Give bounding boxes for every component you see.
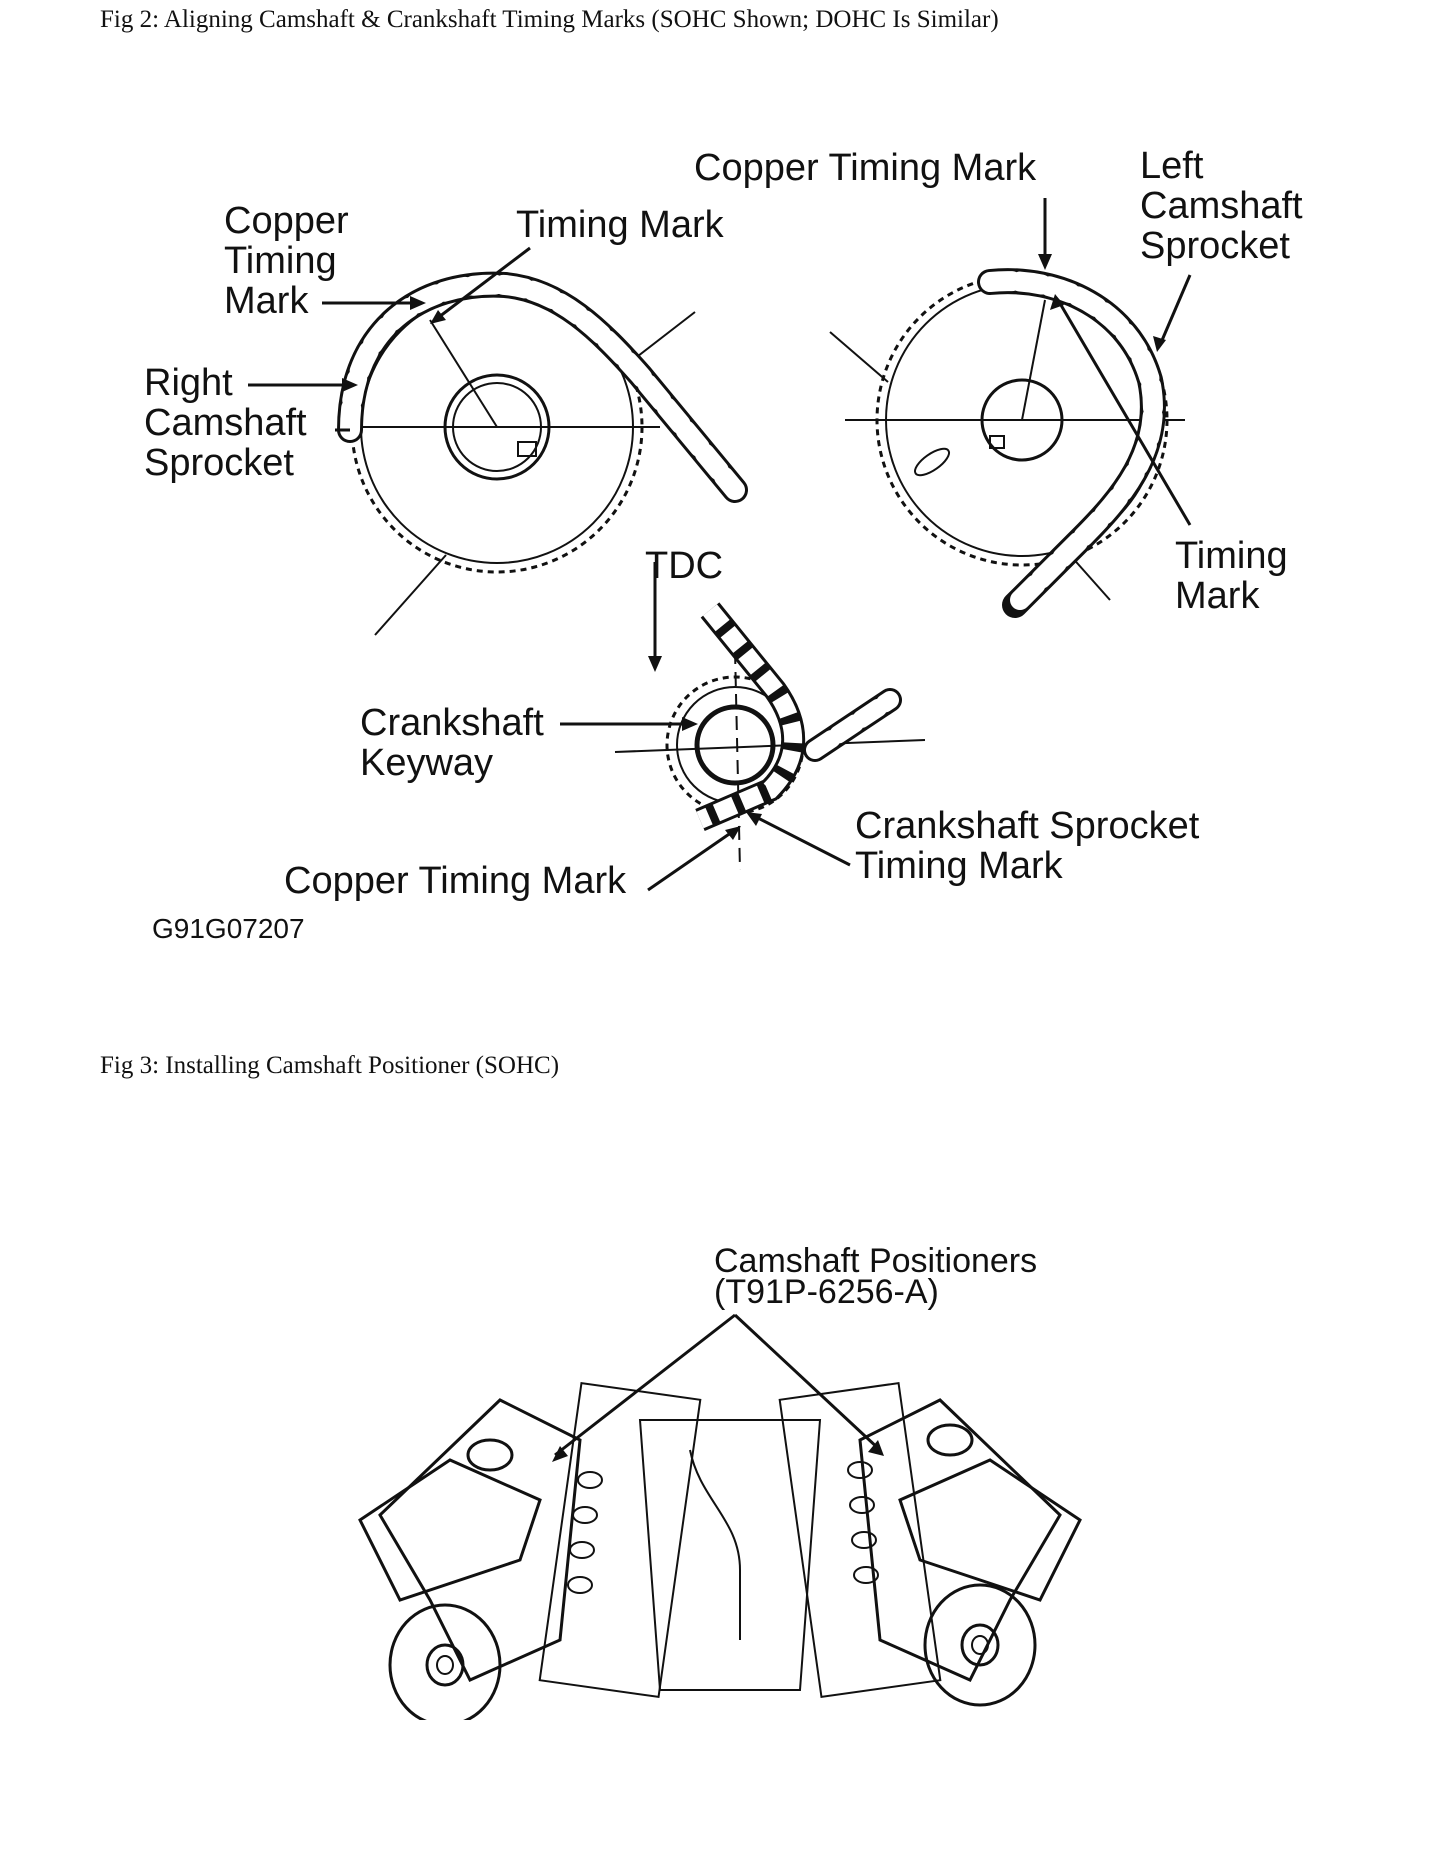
positioner-arrowheads	[552, 1440, 884, 1462]
left-camshaft-sprocket-label: Left	[1140, 145, 1204, 187]
figure-code: G91G07207	[152, 913, 305, 944]
right-camshaft-sprocket-label: Sprocket	[144, 442, 294, 484]
timing-chain-crank	[695, 602, 902, 832]
timing-marks-diagram: Copper Timing Mark Timing Mark Right Cam…	[144, 145, 1303, 944]
camshaft-positioners-label: Camshaft Positioners	[714, 1242, 1037, 1280]
crankshaft-keyway-label: Crankshaft	[360, 702, 544, 744]
camshaft-positioners-label: (T91P-6256-A)	[714, 1273, 939, 1311]
timing-mark-left-label: Mark	[1175, 575, 1260, 617]
timing-mark-left-label: Timing	[1175, 535, 1288, 577]
timing-chain-left	[977, 268, 1166, 618]
right-camshaft-sprocket-label: Camshaft	[144, 402, 307, 444]
figure-3-caption: Fig 3: Installing Camshaft Positioner (S…	[100, 1052, 560, 1079]
leader-lines	[248, 198, 1192, 892]
copper-timing-mark-left-label: Copper Timing Mark	[694, 147, 1037, 189]
copper-timing-mark-right-label: Copper	[224, 200, 349, 242]
left-camshaft-sprocket-label: Camshaft	[1140, 185, 1303, 227]
crank-pulley-right	[923, 1583, 1037, 1707]
left-camshaft-sprocket-label: Sprocket	[1140, 225, 1290, 267]
figure-2-caption: Fig 2: Aligning Camshaft & Crankshaft Ti…	[100, 6, 999, 33]
tdc-label: TDC	[645, 545, 723, 587]
crank-pulley-left	[388, 1603, 502, 1720]
copper-timing-mark-right-label: Mark	[224, 280, 309, 322]
crankshaft-keyway-label: Keyway	[360, 742, 493, 784]
engine-block	[358, 1381, 1082, 1699]
copper-timing-mark-crank-label: Copper Timing Mark	[284, 860, 627, 902]
crankshaft-sprocket-timing-mark-label: Crankshaft Sprocket	[855, 805, 1200, 847]
arrowheads	[342, 254, 1166, 840]
camshaft-positioner-diagram: Camshaft Positioners (T91P-6256-A)	[358, 1242, 1082, 1720]
positioner-leader-lines	[554, 1313, 882, 1457]
copper-timing-mark-right-label: Timing	[224, 240, 337, 282]
timing-chain-right	[337, 271, 748, 503]
timing-mark-right-label: Timing Mark	[516, 204, 725, 246]
right-camshaft-sprocket-label: Right	[144, 362, 233, 404]
crankshaft-sprocket-timing-mark-label: Timing Mark	[855, 845, 1064, 887]
